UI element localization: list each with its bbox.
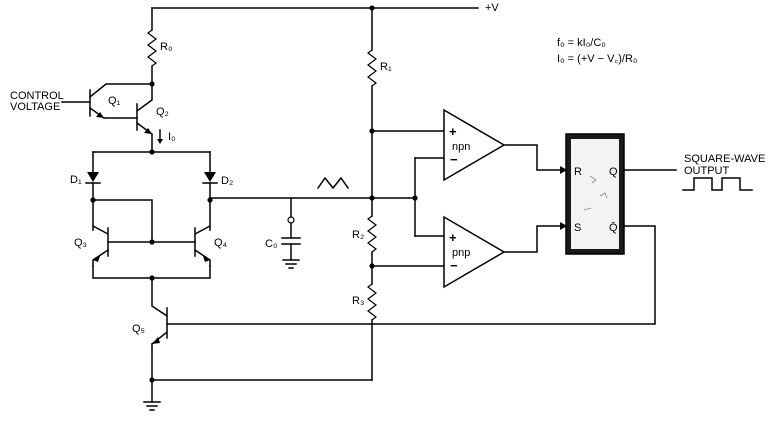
capacitor-c0 xyxy=(281,237,301,245)
equation-current: I₀ = (+V − V꜀)/R₀ xyxy=(557,53,638,65)
ground-symbol xyxy=(143,401,161,411)
label-q3: Q₃ xyxy=(74,237,87,249)
label-i0: I₀ xyxy=(168,131,176,143)
transistor-q4 xyxy=(193,224,212,267)
transistor-q2 xyxy=(135,83,153,153)
transistor-q1 xyxy=(88,83,153,120)
rs-flipflop xyxy=(565,133,625,255)
comparator-npn-label: npn xyxy=(452,141,470,153)
flipflop-q-pin: Q xyxy=(609,166,618,178)
current-arrow-head xyxy=(157,139,163,144)
arrow-head xyxy=(560,222,567,230)
supply-label: +V xyxy=(485,2,499,14)
comparator-pnp-plus: + xyxy=(449,230,457,245)
label-r3: R₃ xyxy=(352,295,364,307)
square-wave-symbol xyxy=(682,177,753,191)
junction-dot xyxy=(369,195,375,201)
label-q2: Q₂ xyxy=(156,106,169,118)
flipflop-qbar-pin: Q̄ xyxy=(609,221,618,234)
junction-dot xyxy=(149,239,155,245)
label-c0: C₀ xyxy=(265,238,278,250)
terminal-node xyxy=(287,216,295,224)
output-label-1: SQUARE-WAVE xyxy=(684,153,765,165)
label-q5: Q₅ xyxy=(132,323,145,335)
wire xyxy=(92,199,153,243)
resistor-r2 xyxy=(367,215,377,253)
comparator-npn xyxy=(443,108,506,182)
label-r0: R₀ xyxy=(160,41,173,53)
diode-d1 xyxy=(85,172,101,184)
comparator-pnp-minus: − xyxy=(450,258,458,273)
transistor-q5 xyxy=(150,304,169,346)
flipflop-s-pin: S xyxy=(574,222,581,234)
wire xyxy=(503,225,561,253)
label-q4: Q₄ xyxy=(214,237,228,249)
junction-dot xyxy=(90,197,96,203)
wire xyxy=(503,144,561,171)
control-voltage-label-1: CONTROL xyxy=(10,90,64,102)
resistor-r0 xyxy=(147,29,157,67)
label-q1: Q₁ xyxy=(108,95,121,107)
label-d2: D₂ xyxy=(221,175,233,187)
label-r2: R₂ xyxy=(352,229,364,241)
diode-d2 xyxy=(202,172,218,184)
comparator-npn-minus: − xyxy=(450,152,458,167)
comparator-pnp xyxy=(443,215,506,289)
flipflop-r-pin: R xyxy=(574,166,582,178)
triangle-wave-symbol xyxy=(316,176,350,190)
label-d1: D₁ xyxy=(70,174,82,186)
label-r1: R₁ xyxy=(380,61,392,73)
resistor-r1 xyxy=(367,49,377,87)
arrow-head xyxy=(560,166,567,174)
feedback-wire xyxy=(166,225,656,325)
equation-frequency: f₀ = kI₀/C₀ xyxy=(557,37,606,49)
ground-symbol xyxy=(282,259,300,269)
comparator-pnp-label: pnp xyxy=(452,247,470,259)
control-voltage-label-2: VOLTAGE xyxy=(10,101,60,113)
output-label-2: OUTPUT xyxy=(684,165,730,177)
comparator-npn-plus: + xyxy=(449,124,457,139)
resistor-r3 xyxy=(367,283,377,321)
transistor-q3 xyxy=(91,224,110,267)
